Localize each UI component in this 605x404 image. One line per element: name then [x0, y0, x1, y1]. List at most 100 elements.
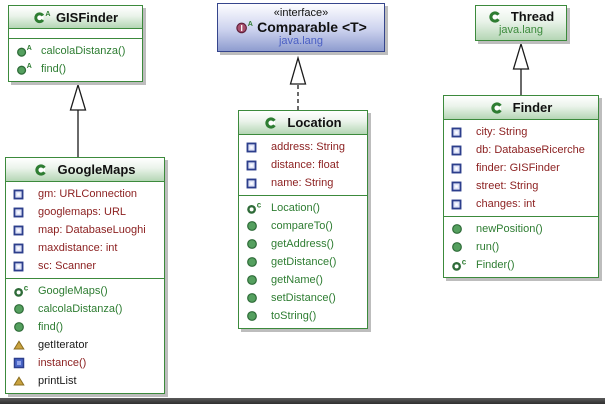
method-row[interactable]: instance() [6, 354, 164, 372]
class-icon [34, 163, 52, 177]
method-row[interactable]: find() [6, 318, 164, 336]
field-icon [13, 207, 31, 218]
member-label: calcolaDistanza() [38, 303, 123, 315]
method-row[interactable]: getName() [239, 271, 367, 289]
triangle-icon [13, 339, 31, 351]
svg-text:A: A [45, 10, 50, 18]
class-header: Thread [476, 9, 566, 24]
attributes-compartment [9, 29, 142, 39]
svg-text:c: c [24, 284, 29, 293]
method-row[interactable]: getIterator [6, 336, 164, 354]
member-label: find() [38, 321, 64, 333]
attribute-row[interactable]: finder: GISFinder [444, 159, 598, 177]
field-icon [246, 178, 264, 189]
field-icon [451, 145, 469, 156]
relation-finder-extends-thread[interactable] [512, 41, 530, 95]
field-icon [13, 225, 31, 236]
attribute-row[interactable]: name: String [239, 174, 367, 192]
constructor-icon: c [451, 258, 469, 272]
attribute-row[interactable]: map: DatabaseLuoghi [6, 221, 164, 239]
member-label: GoogleMaps() [38, 285, 108, 297]
member-label: address: String [271, 141, 345, 153]
static-method-icon [13, 357, 31, 369]
member-label: printList [38, 375, 77, 387]
svg-text:A: A [27, 63, 32, 70]
abstract-class-icon: A [33, 9, 51, 25]
svg-text:c: c [257, 201, 262, 210]
field-icon [451, 199, 469, 210]
member-label: find() [41, 63, 67, 75]
class-name: Finder [512, 100, 553, 115]
class-header: Finder [444, 96, 598, 120]
method-row[interactable]: newPosition() [444, 220, 598, 238]
method-row[interactable]: calcolaDistanza() [6, 300, 164, 318]
abstract-method-icon: A [16, 44, 34, 58]
method-row[interactable]: toString() [239, 307, 367, 325]
class-thread[interactable]: Thread java.lang [475, 5, 567, 41]
member-label: getAddress() [271, 238, 334, 250]
member-label: compareTo() [271, 220, 333, 232]
package-label: java.lang [498, 24, 544, 36]
attribute-row[interactable]: address: String [239, 138, 367, 156]
member-label: name: String [271, 177, 334, 189]
class-location[interactable]: Location address: String distance: float n… [238, 110, 368, 329]
member-label: calcolaDistanza() [41, 45, 126, 57]
member-label: getDistance() [271, 256, 337, 268]
class-name: Thread [510, 9, 555, 24]
method-row[interactable]: compareTo() [239, 217, 367, 235]
method-icon [451, 223, 469, 235]
attribute-row[interactable]: googlemaps: URL [6, 203, 164, 221]
method-icon [246, 256, 264, 268]
svg-text:A: A [248, 20, 253, 28]
svg-text:I: I [241, 23, 243, 33]
member-label: toString() [271, 310, 317, 322]
attribute-row[interactable]: gm: URLConnection [6, 185, 164, 203]
class-header: Location [239, 111, 367, 135]
member-label: distance: float [271, 159, 339, 171]
class-name: GISFinder [55, 9, 119, 25]
abstract-method-icon: A [16, 62, 34, 76]
method-row[interactable]: setDistance() [239, 289, 367, 307]
attribute-row[interactable]: sc: Scanner [6, 257, 164, 275]
class-icon [490, 101, 508, 115]
method-icon [451, 241, 469, 253]
method-row[interactable]: c GoogleMaps() [6, 282, 164, 300]
methods-compartment: c GoogleMaps() calcolaDistanza() find() getI… [6, 279, 164, 393]
relation-location-implements-comparable[interactable] [289, 55, 307, 110]
class-name: GoogleMaps [57, 162, 136, 177]
attribute-row[interactable]: db: DatabaseRicerche [444, 141, 598, 159]
method-icon [246, 292, 264, 304]
member-label: map: DatabaseLuoghi [38, 224, 146, 236]
class-name: Location [287, 115, 342, 130]
attribute-row[interactable]: maxdistance: int [6, 239, 164, 257]
member-label: street: String [476, 180, 539, 192]
member-label: run() [476, 241, 500, 253]
method-row[interactable]: printList [6, 372, 164, 390]
class-icon [264, 116, 282, 130]
field-icon [246, 160, 264, 171]
method-row[interactable]: getAddress() [239, 235, 367, 253]
method-icon [13, 303, 31, 315]
method-row[interactable]: run() [444, 238, 598, 256]
stereotype-label: «interface» [273, 7, 329, 19]
relation-googlemaps-extends-gisfinder[interactable] [69, 82, 87, 157]
attribute-row[interactable]: city: String [444, 123, 598, 141]
attributes-compartment: address: String distance: float name: Stri… [239, 135, 367, 196]
attribute-row[interactable]: distance: float [239, 156, 367, 174]
field-icon [451, 181, 469, 192]
method-icon [246, 220, 264, 232]
member-label: changes: int [476, 198, 536, 210]
attribute-row[interactable]: street: String [444, 177, 598, 195]
attribute-row[interactable]: changes: int [444, 195, 598, 213]
method-row[interactable]: getDistance() [239, 253, 367, 271]
member-label: getName() [271, 274, 323, 286]
